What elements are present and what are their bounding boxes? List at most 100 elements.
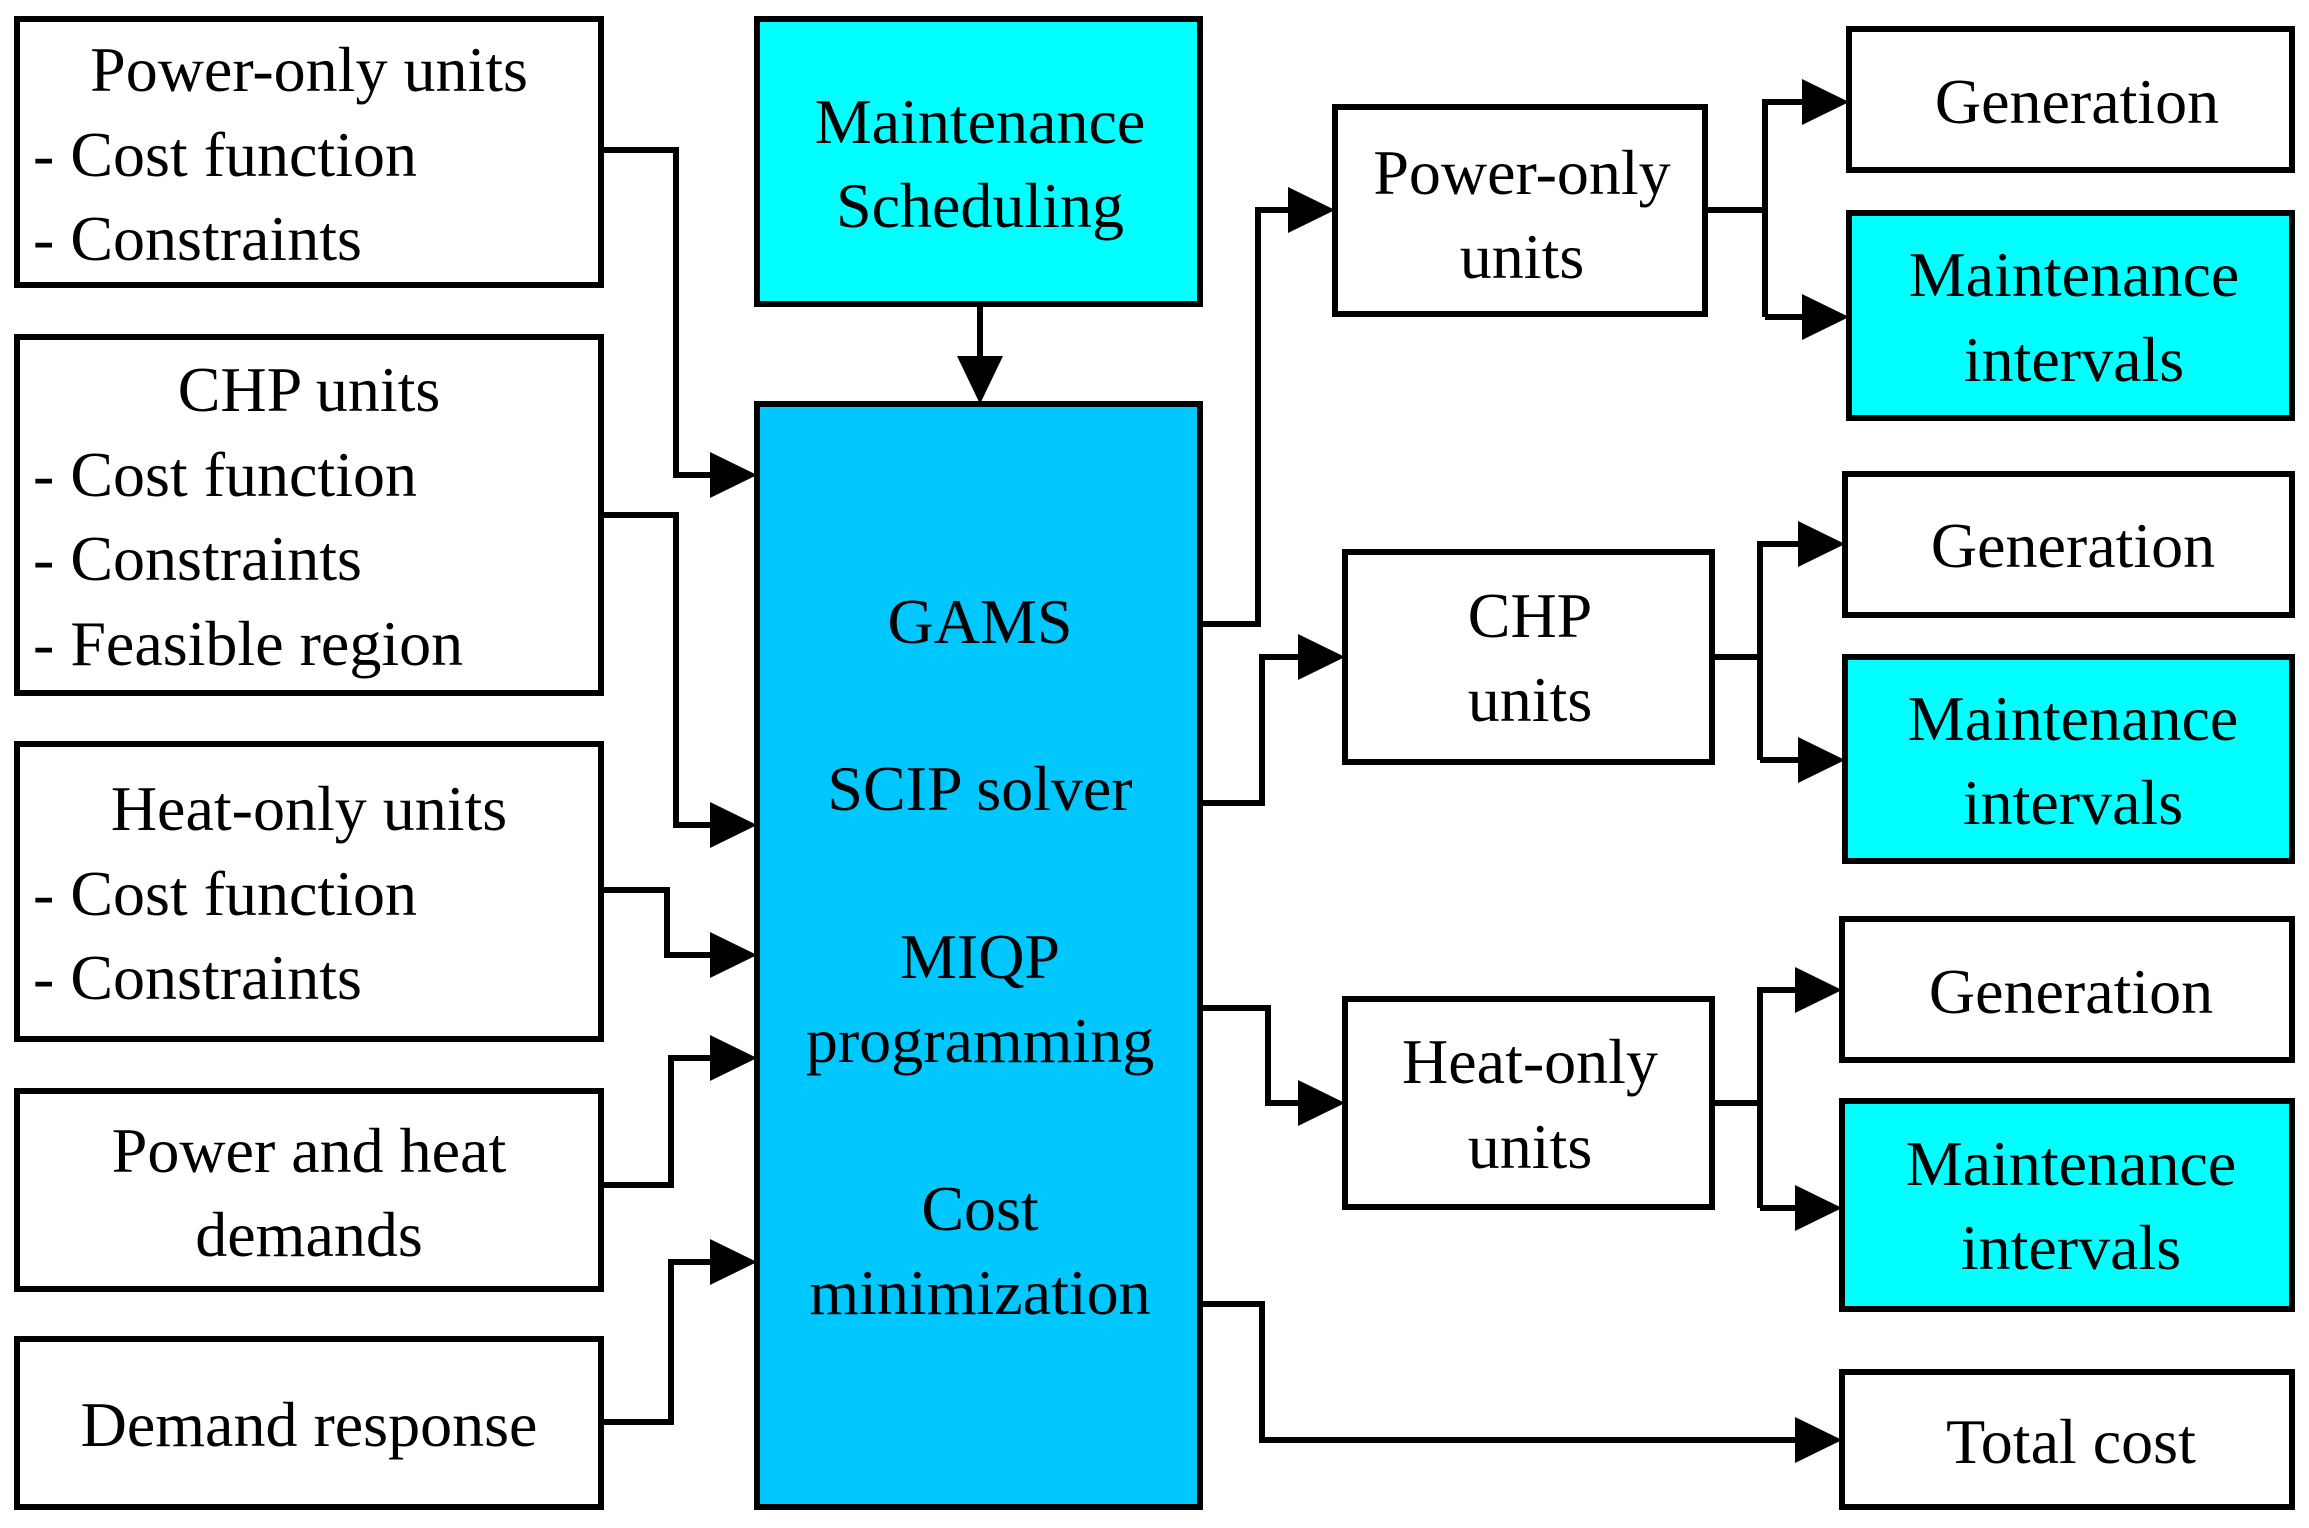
wire-demands-to-core [601,1055,712,1188]
input-chp-item-constraints: - Constraints [33,523,362,594]
core-cost-line2: minimization [809,1257,1150,1328]
result-chp-maintenance: Maintenance intervals [1842,654,2295,864]
input-power-only-item-constraints: - Constraints [33,203,362,274]
output-chp-line2: units [1468,664,1592,735]
result-chp-generation-label: Generation [1931,510,2215,581]
input-chp-item-feasible: - Feasible region [33,608,463,679]
result-heat-only-generation-box [1839,916,2295,1063]
arrowhead-heat-only-to-core [710,932,757,978]
result-heat-only-maintenance-box [1839,1098,2295,1312]
maintenance-scheduling-box [754,16,1203,307]
core-solver: SCIP solver [827,753,1132,824]
arrowhead-power-only-to-generation [1802,79,1849,125]
maintenance-scheduling: Maintenance Scheduling [754,16,1203,307]
result-total-cost-box [1839,1369,2295,1510]
result-total-cost: Total cost [1839,1369,2295,1510]
wire-demand-response-to-core [601,1259,712,1425]
result-power-only-maintenance: Maintenance intervals [1846,210,2295,421]
input-chp-box [14,334,604,696]
optimization-core: GAMS SCIP solver MIQP programming Cost m… [754,401,1203,1510]
input-power-only-title: Power-only units [90,34,528,105]
result-chp-maintenance-line1: Maintenance [1908,683,2239,754]
arrowhead-demand-response-to-core [710,1239,757,1285]
wire-power-only-to-generation [1762,99,1804,317]
input-chp-units: CHP units - Cost function - Constraints … [14,334,604,696]
input-demand-response: Demand response [14,1336,604,1510]
result-heat-only-generation-label: Generation [1929,956,2213,1027]
result-power-only-generation-box [1846,26,2295,173]
wire-chp-to-generation [1757,541,1800,760]
input-power-only-units: Power-only units - Cost function - Const… [14,16,604,288]
result-power-only-generation-label: Generation [1935,66,2219,137]
output-power-only-box [1332,104,1708,317]
core-miqp-line2: programming [806,1005,1154,1076]
wire-heat-only-to-core [601,887,712,958]
result-chp-maintenance-box [1842,654,2295,864]
arrowhead-heat-only-to-maintenance [1795,1185,1842,1231]
output-chp-units: CHP units [1342,549,1715,765]
maintenance-scheduling-line1: Maintenance [815,86,1146,157]
input-demand-response-label: Demand response [81,1389,538,1460]
result-power-only-maintenance-line2: intervals [1964,324,2184,395]
arrowhead-core-to-heat-only [1298,1080,1345,1126]
input-heat-only-units: Heat-only units - Cost function - Constr… [14,741,604,1042]
arrowhead-core-to-chp [1298,634,1345,680]
output-heat-only-line1: Heat-only [1402,1026,1658,1097]
core-cost-line1: Cost [921,1173,1039,1244]
arrowhead-chp-to-core [710,802,757,848]
result-chp-maintenance-line2: intervals [1963,767,2183,838]
result-heat-only-maintenance-line1: Maintenance [1906,1128,2237,1199]
result-total-cost-label: Total cost [1946,1406,2196,1477]
wire-power-only-to-core [601,147,712,478]
result-chp-generation-box [1842,471,2295,618]
arrowhead-core-to-power-only [1288,187,1335,233]
input-connectors [601,147,1003,1425]
result-power-only-maintenance-line1: Maintenance [1909,239,2240,310]
arrowhead-chp-to-generation [1798,521,1845,567]
result-connectors [1705,79,1849,1231]
input-demands: Power and heat demands [14,1088,604,1292]
result-heat-only-generation: Generation [1839,916,2295,1063]
input-demands-line1: Power and heat [112,1115,507,1186]
input-heat-only-title: Heat-only units [111,773,507,844]
optimization-core-box [754,401,1203,1510]
output-power-only-line1: Power-only [1373,137,1670,208]
output-chp-line1: CHP [1468,580,1593,651]
input-chp-item-cost: - Cost function [33,439,417,510]
result-heat-only-maintenance-line2: intervals [1961,1212,2181,1283]
result-power-only-maintenance-box [1846,210,2295,421]
arrowhead-scheduling-to-core [957,356,1003,404]
arrowhead-demands-to-core [710,1035,757,1081]
wire-core-to-power-only [1200,207,1290,627]
output-heat-only-units: Heat-only units [1342,996,1715,1210]
result-heat-only-maintenance: Maintenance intervals [1839,1098,2295,1312]
arrowhead-power-only-to-core [710,452,757,498]
wire-core-to-heat-only [1200,1005,1300,1106]
input-heat-only-box [14,741,604,1042]
maintenance-scheduling-line2: Scheduling [836,170,1124,241]
input-demands-line2: demands [195,1199,423,1270]
arrowhead-core-to-total-cost [1795,1417,1842,1463]
result-power-only-generation: Generation [1846,26,2295,173]
arrowhead-heat-only-to-generation [1795,967,1842,1013]
wire-chp-to-core [601,512,712,828]
core-miqp-line1: MIQP [900,921,1060,992]
wire-core-to-total-cost [1200,1301,1797,1443]
core-gams: GAMS [888,586,1073,657]
result-chp-generation: Generation [1842,471,2295,618]
arrowhead-power-only-to-maintenance [1802,294,1849,340]
wire-heat-only-to-generation [1757,987,1797,1208]
output-power-only-line2: units [1460,221,1584,292]
input-heat-only-item-cost: - Cost function [33,858,417,929]
input-chp-title: CHP units [178,354,441,425]
input-demand-response-box [14,1336,604,1510]
wire-core-to-chp [1200,654,1300,806]
input-power-only-item-cost: - Cost function [33,119,417,190]
arrowhead-chp-to-maintenance [1798,737,1845,783]
input-heat-only-item-constraints: - Constraints [33,942,362,1013]
input-power-only-box [14,16,604,288]
output-power-only-units: Power-only units [1332,104,1708,317]
input-demands-box [14,1088,604,1292]
output-heat-only-line2: units [1468,1111,1592,1182]
